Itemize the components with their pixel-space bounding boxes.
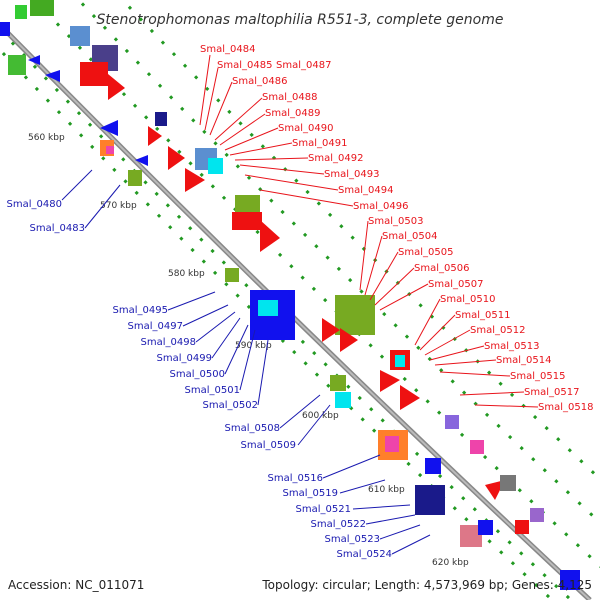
- gene-label-smal-0492: Smal_0492: [308, 153, 363, 164]
- gene-label-smal-0505: Smal_0505: [398, 247, 453, 258]
- accession-text: Accession: NC_011071: [8, 578, 145, 592]
- tick-label: 600 kbp: [302, 411, 339, 421]
- tick-label: 590 kbp: [235, 341, 272, 351]
- tick-label: 620 kbp: [432, 558, 469, 568]
- forward-gene-labels: Smal_0484 Smal_0485 Smal_0487 Smal_0486 …: [200, 44, 593, 413]
- gene-label-smal-0518: Smal_0518: [538, 402, 593, 413]
- gene-label-smal-0507: Smal_0507: [428, 279, 483, 290]
- gene-label-smal-0485: Smal_0485: [217, 60, 272, 71]
- gene-label-smal-0515: Smal_0515: [510, 371, 565, 382]
- gene-label-smal-0504: Smal_0504: [382, 231, 437, 242]
- gene-label-smal-0516: Smal_0516: [268, 473, 323, 484]
- gene-label-smal-0496: Smal_0496: [353, 201, 408, 212]
- gene-label-smal-0499: Smal_0499: [157, 353, 212, 364]
- gene-label-smal-0517: Smal_0517: [524, 387, 579, 398]
- gene-label-smal-0508: Smal_0508: [225, 423, 280, 434]
- gene-label-smal-0494: Smal_0494: [338, 185, 393, 196]
- tick-label: 570 kbp: [100, 201, 137, 211]
- gene-label-smal-0509: Smal_0509: [241, 440, 296, 451]
- gene-label-smal-0521: Smal_0521: [296, 504, 351, 515]
- gene-label-smal-0498: Smal_0498: [141, 337, 196, 348]
- gene-label-smal-0502: Smal_0502: [203, 400, 258, 411]
- gene-label-smal-0490: Smal_0490: [278, 123, 333, 134]
- gene-label-smal-0491: Smal_0491: [292, 138, 347, 149]
- tick-label: 610 kbp: [368, 485, 405, 495]
- gene-label-smal-0524: Smal_0524: [337, 549, 392, 560]
- gene-label-smal-0500: Smal_0500: [170, 369, 225, 380]
- topology-text: Topology: circular; Length: 4,573,969 bp…: [262, 578, 592, 592]
- gene-label-smal-0512: Smal_0512: [470, 325, 525, 336]
- gene-label-smal-0483: Smal_0483: [30, 223, 85, 234]
- gene-label-smal-0523: Smal_0523: [325, 534, 380, 545]
- tick-label: 560 kbp: [28, 133, 65, 143]
- gene-label-smal-0497: Smal_0497: [128, 321, 183, 332]
- gene-label-smal-0488: Smal_0488: [262, 92, 317, 103]
- genome-backbone-highlight: [0, 24, 591, 600]
- reverse-leader-lines: [61, 169, 431, 555]
- forward-leader-lines: [199, 54, 539, 408]
- map-title: Stenotrophomonas maltophilia R551-3, com…: [97, 12, 504, 28]
- tick-label: 580 kbp: [168, 269, 205, 279]
- gene-label-smal-0519: Smal_0519: [283, 488, 338, 499]
- gene-label-smal-0493: Smal_0493: [324, 169, 379, 180]
- gene-label-smal-0514: Smal_0514: [496, 355, 551, 366]
- reverse-gene-labels: Smal_0480 Smal_0483 Smal_0495 Smal_0497 …: [7, 199, 392, 560]
- gene-label-smal-0486: Smal_0486: [232, 76, 287, 87]
- gene-label-smal-0484: Smal_0484: [200, 44, 255, 55]
- gene-label-smal-0487: Smal_0487: [276, 60, 331, 71]
- gene-label-smal-0489: Smal_0489: [265, 108, 320, 119]
- tick-labels: 560 kbp 570 kbp 580 kbp 590 kbp 600 kbp …: [28, 133, 469, 568]
- gene-label-smal-0501: Smal_0501: [185, 385, 240, 396]
- gene-label-smal-0511: Smal_0511: [455, 310, 510, 321]
- gene-label-smal-0480: Smal_0480: [7, 199, 62, 210]
- gene-label-smal-0513: Smal_0513: [484, 341, 539, 352]
- gene-label-smal-0510: Smal_0510: [440, 294, 495, 305]
- gene-label-smal-0495: Smal_0495: [113, 305, 168, 316]
- gene-label-smal-0522: Smal_0522: [311, 519, 366, 530]
- reverse-strand-genes: [0, 0, 493, 547]
- gene-label-smal-0506: Smal_0506: [414, 263, 469, 274]
- gene-label-smal-0503: Smal_0503: [368, 216, 423, 227]
- forward-strand-genes: [80, 62, 580, 590]
